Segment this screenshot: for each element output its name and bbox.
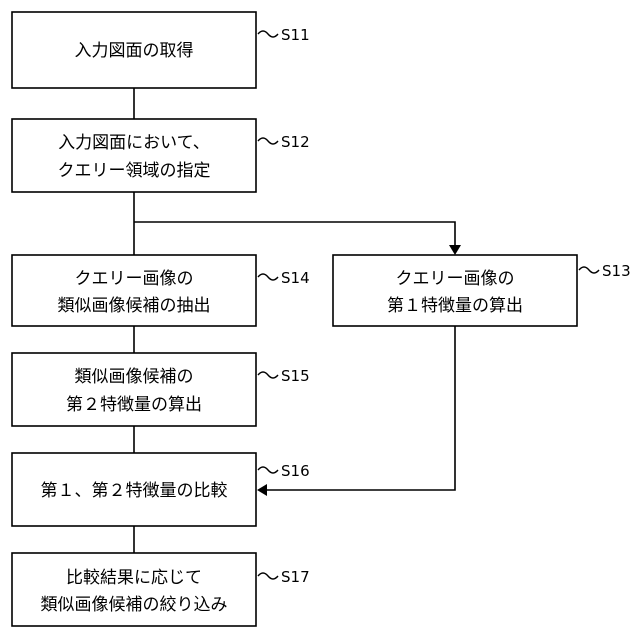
step-s11-line-1: 入力図面の取得 bbox=[75, 41, 194, 61]
step-s14-leader bbox=[258, 274, 278, 280]
step-s12-line-2: クエリー領域の指定 bbox=[58, 161, 211, 181]
step-s12: 入力図面において、 クエリー領域の指定 S12 bbox=[12, 119, 310, 192]
step-s15-line-1: 類似画像候補の bbox=[75, 367, 194, 387]
step-s15: 類似画像候補の 第２特徴量の算出 S15 bbox=[12, 353, 310, 426]
step-s11: 入力図面の取得 S11 bbox=[12, 12, 310, 88]
step-s17-line-2: 類似画像候補の絞り込み bbox=[41, 595, 228, 615]
step-s13-id: S13 bbox=[602, 262, 631, 280]
step-s12-line-1: 入力図面において、 bbox=[58, 133, 210, 153]
step-s17-leader bbox=[258, 573, 278, 579]
step-s12-leader bbox=[258, 138, 278, 144]
step-s17-box bbox=[12, 553, 256, 626]
step-s17: 比較結果に応じて 類似画像候補の絞り込み S17 bbox=[12, 553, 310, 626]
arrowhead-to-s16 bbox=[257, 484, 267, 496]
step-s15-line-2: 第２特徴量の算出 bbox=[66, 395, 202, 415]
step-s14-id: S14 bbox=[281, 269, 310, 287]
step-s16-line-1: 第１、第２特徴量の比較 bbox=[41, 481, 228, 501]
step-s15-leader bbox=[258, 372, 278, 378]
step-s15-id: S15 bbox=[281, 367, 310, 385]
step-s14: クエリー画像の 類似画像候補の抽出 S14 bbox=[12, 255, 310, 326]
step-s16-leader bbox=[258, 467, 278, 473]
connector-branch-to-s13 bbox=[134, 222, 455, 246]
arrowhead-to-s13 bbox=[449, 245, 461, 255]
step-s17-line-1: 比較結果に応じて bbox=[66, 568, 202, 588]
step-s13: クエリー画像の 第１特徴量の算出 S13 bbox=[333, 255, 631, 326]
step-s12-box bbox=[12, 119, 256, 192]
step-s11-id: S11 bbox=[281, 26, 310, 44]
step-s12-id: S12 bbox=[281, 133, 310, 151]
step-s13-leader bbox=[579, 267, 599, 273]
step-s13-line-2: 第１特徴量の算出 bbox=[387, 296, 523, 316]
step-s13-line-1: クエリー画像の bbox=[396, 269, 515, 289]
step-s11-leader bbox=[258, 31, 278, 37]
step-s14-line-1: クエリー画像の bbox=[75, 269, 194, 289]
step-s16-id: S16 bbox=[281, 462, 310, 480]
step-s15-box bbox=[12, 353, 256, 426]
step-s17-id: S17 bbox=[281, 568, 310, 586]
step-s14-line-2: 類似画像候補の抽出 bbox=[58, 296, 211, 316]
